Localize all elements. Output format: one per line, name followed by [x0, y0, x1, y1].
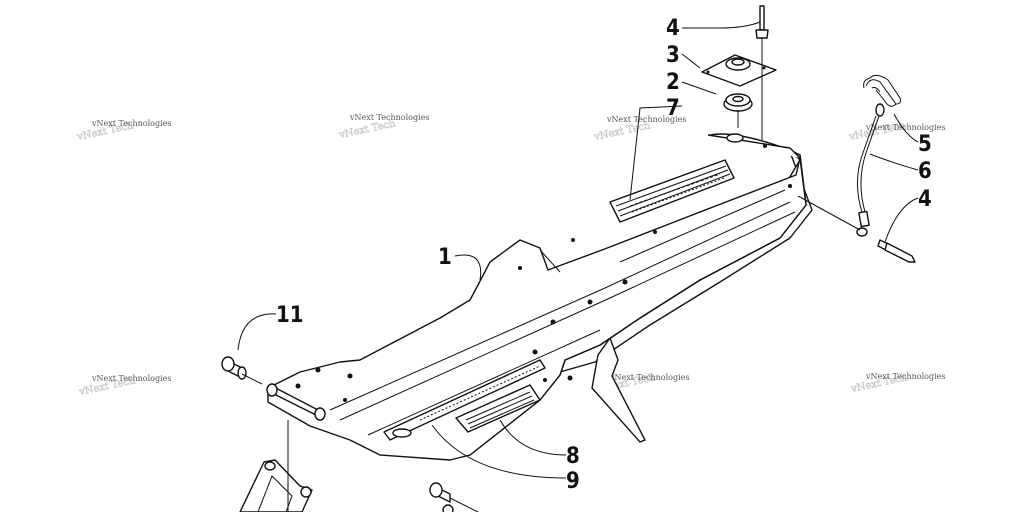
- svg-text:vNext Technologies: vNext Technologies: [349, 113, 429, 122]
- callout-9: 9: [566, 469, 580, 494]
- decal-warning-8: [455, 384, 541, 433]
- callout-4-lower: 4: [918, 187, 932, 212]
- callout-2: 2: [666, 70, 680, 95]
- hinge-bracket: [239, 373, 313, 512]
- bushing-lower: [429, 482, 479, 512]
- callout-4-top: 4: [666, 16, 680, 41]
- lanyard-5-6: [797, 74, 901, 237]
- hinge-rod: [266, 383, 326, 421]
- callout-3: 3: [666, 43, 680, 68]
- tray-part: [267, 133, 813, 461]
- bushing-11: [221, 356, 247, 380]
- svg-text:vNext Technologies: vNext Technologies: [91, 374, 171, 383]
- watermark-2: vNext Tech vNext Technologies: [337, 113, 429, 141]
- decal-stripe-9: [383, 359, 546, 441]
- callout-5: 5: [918, 132, 932, 157]
- leader-lines: [237, 21, 919, 479]
- svg-text:vNext Technologies: vNext Technologies: [609, 373, 689, 382]
- callout-6: 6: [918, 159, 932, 184]
- svg-text:vNext Technologies: vNext Technologies: [865, 123, 945, 132]
- rivet-4-top: [755, 5, 769, 140]
- bracket-plate-3: [701, 54, 777, 87]
- watermark-5: vNext Tech vNext Technologies: [77, 374, 171, 398]
- watermark-8: vNext Tech vNext Technologies: [849, 372, 945, 396]
- callout-1: 1: [438, 245, 452, 270]
- svg-text:vNext Technologies: vNext Technologies: [91, 119, 171, 128]
- callout-11: 11: [276, 303, 304, 328]
- grommet-2: [723, 93, 753, 128]
- callout-8: 8: [566, 444, 580, 469]
- svg-text:vNext Technologies: vNext Technologies: [865, 372, 945, 381]
- decal-label-7: [609, 159, 735, 223]
- pin-4-lower: [877, 239, 916, 263]
- watermark-1: vNext Tech vNext Technologies: [75, 119, 171, 143]
- callout-7: 7: [666, 96, 680, 121]
- svg-text:vNext Technologies: vNext Technologies: [606, 115, 686, 124]
